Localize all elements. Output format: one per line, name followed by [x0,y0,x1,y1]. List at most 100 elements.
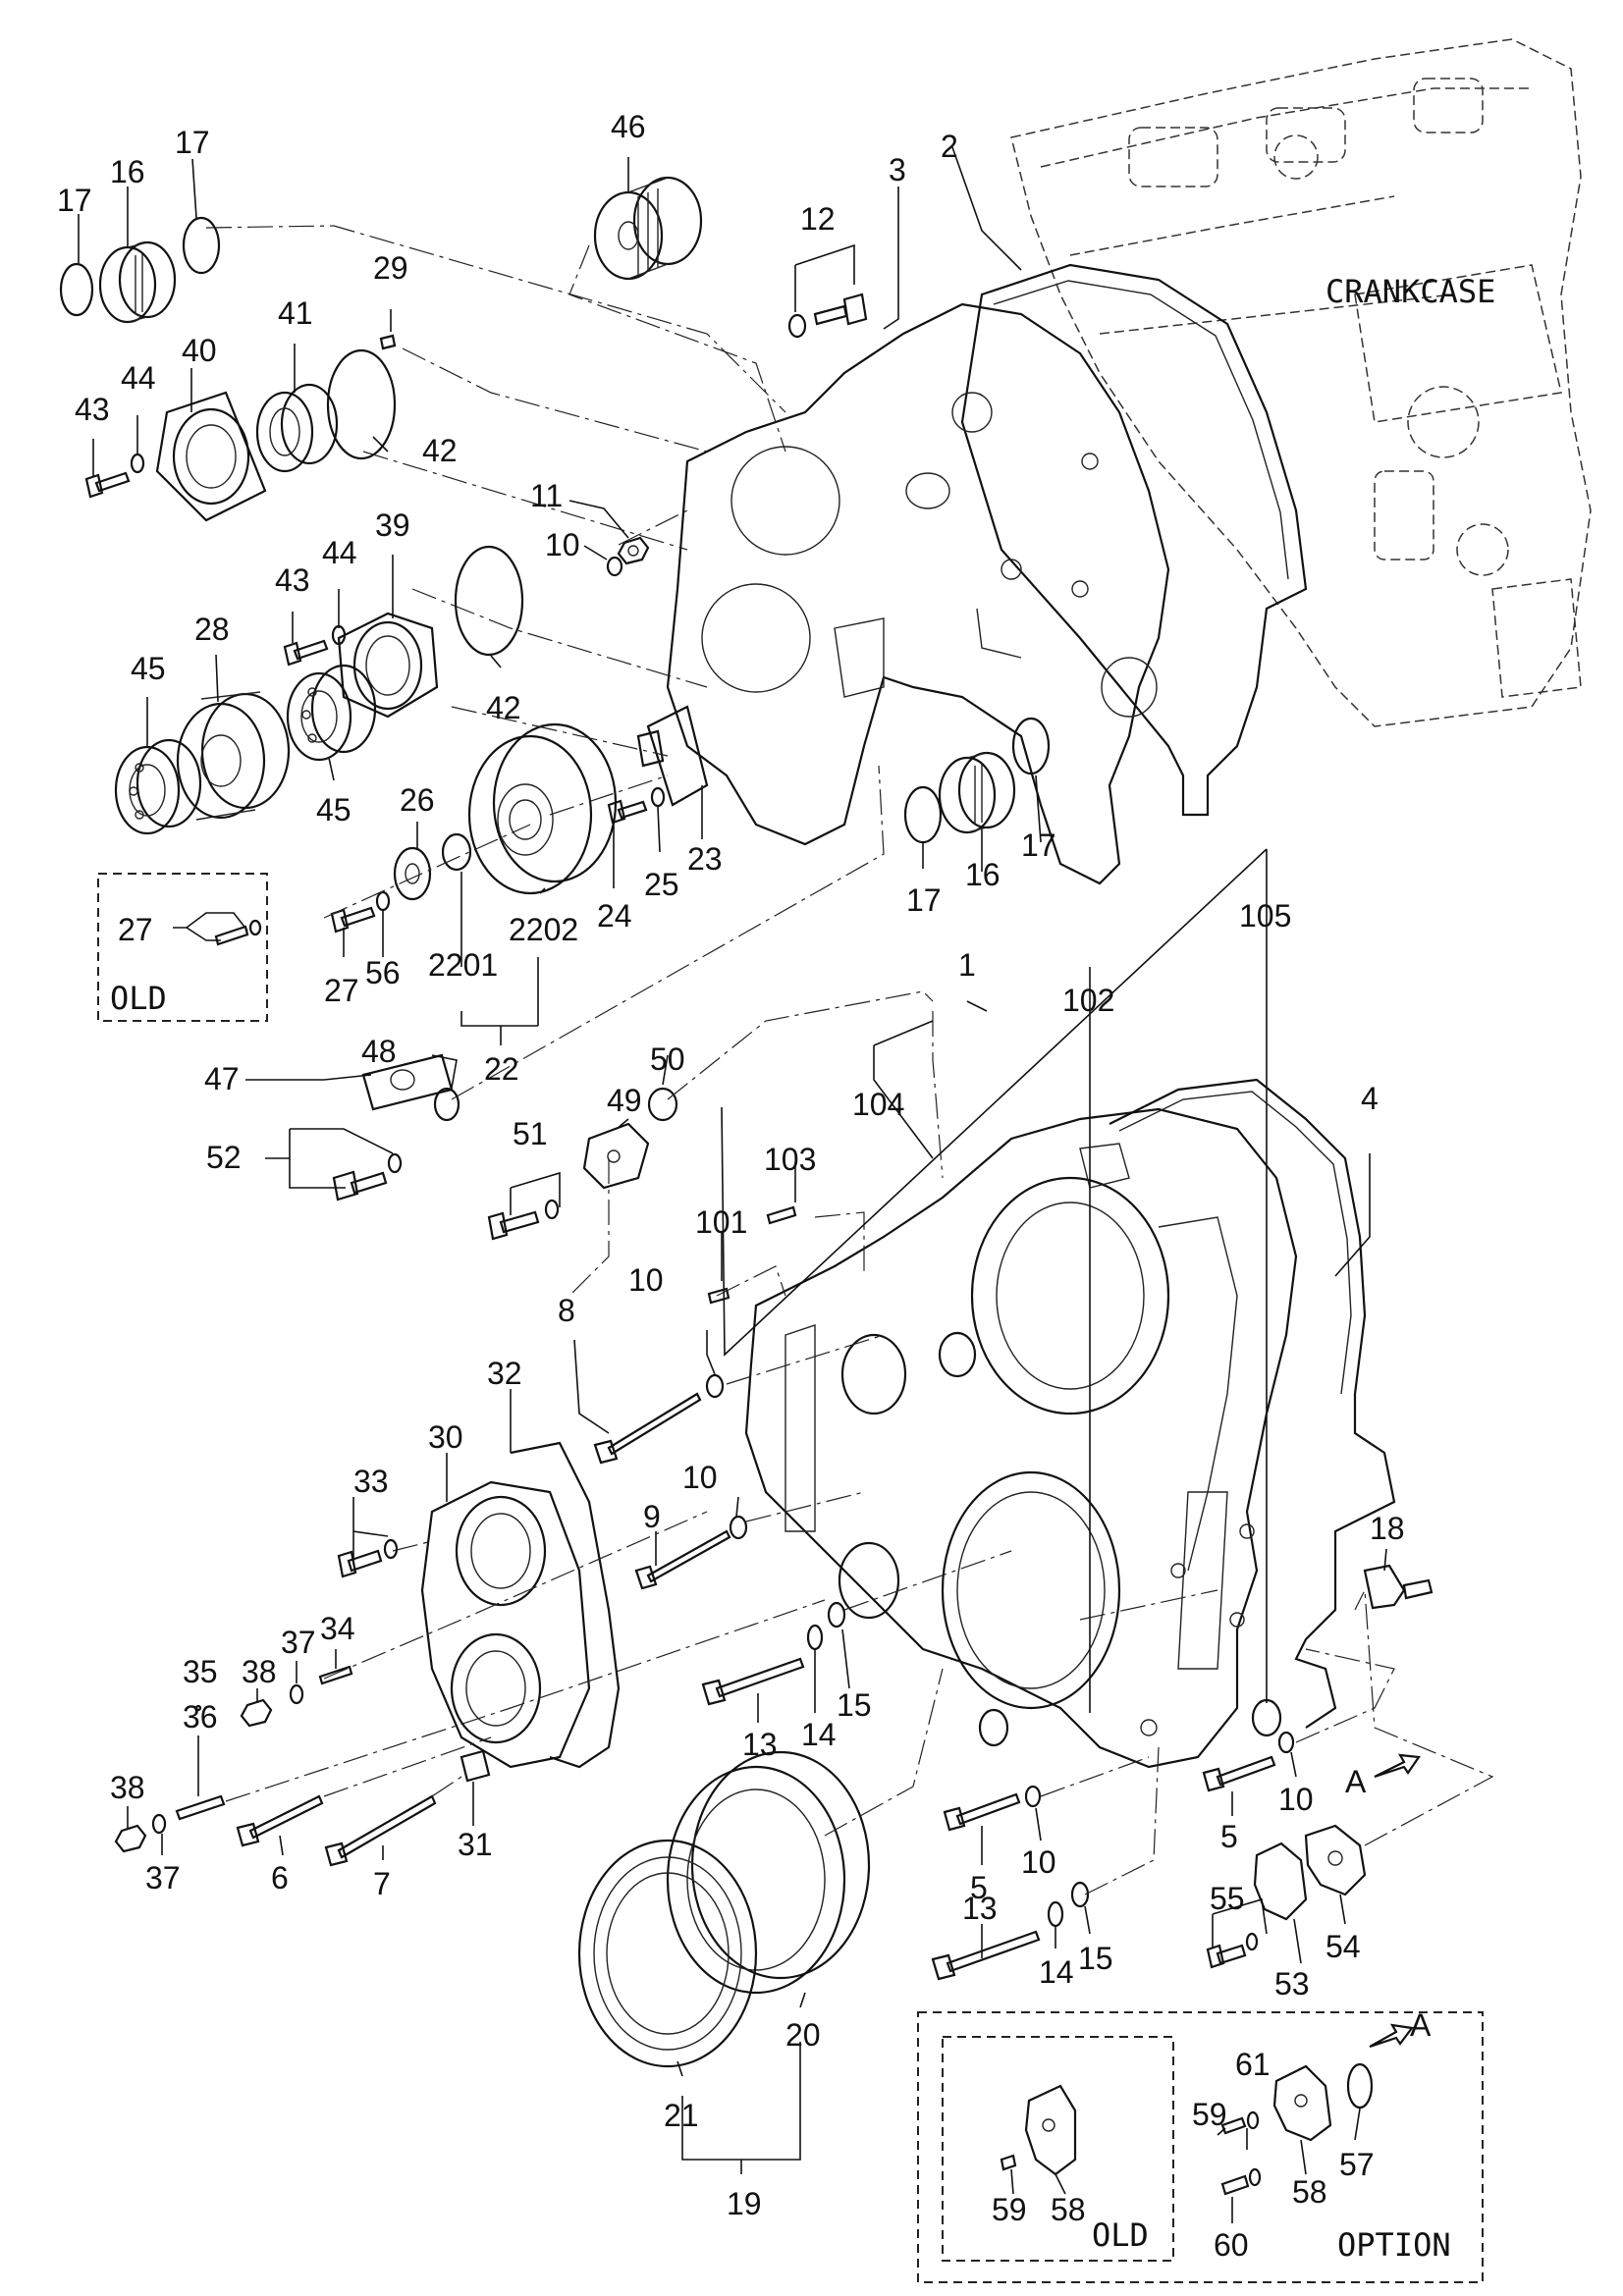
bolt-washer-33 [337,1538,399,1578]
o-ring-42-upper [326,348,397,460]
callout-20: 20 [785,2017,821,2053]
bolt-8 [593,1392,702,1465]
callout-42: 42 [486,690,521,725]
pulley-46 [593,176,703,281]
callout-13: 13 [742,1727,778,1762]
seal-16-upper [98,240,177,324]
callout-10: 10 [628,1262,664,1298]
callout-102: 102 [1062,983,1114,1018]
gear-28 [176,691,291,821]
callout-58: 58 [1292,2174,1327,2210]
callout-29: 29 [373,250,408,286]
callout-45: 45 [131,651,166,686]
callout-57: 57 [1339,2147,1375,2182]
bolt-59-option [1220,2116,1247,2135]
bolt-60 [1220,2167,1262,2196]
callout-labels: 17 16 17 46 2 3 12 29 41 40 43 44 42 11 … [57,109,1405,2263]
callout-17: 17 [175,125,210,160]
callout-13: 13 [962,1891,998,1926]
key-29 [379,334,397,350]
plug-102 [978,1708,1009,1747]
bolt-5-left [943,1792,1021,1832]
washer-14-upper [806,1624,824,1651]
washer-61 [1246,2110,1260,2130]
callout-59: 59 [1192,2097,1227,2132]
callout-58: 58 [1051,2192,1086,2227]
housing-39 [337,612,439,719]
callout-3: 3 [889,152,906,187]
bolt-washer-12 [787,293,868,339]
washer-10-8 [705,1373,725,1399]
washer-10-9 [729,1515,748,1540]
callout-2202: 2202 [509,912,578,947]
bolt-13-upper [701,1657,805,1706]
callout-27: 27 [118,912,153,947]
bolt-43-upper [84,471,131,499]
washer-37-lower [151,1813,167,1835]
callout-32: 32 [487,1356,522,1391]
callout-2201: 2201 [428,947,498,983]
callout-34: 34 [320,1611,355,1646]
gear-case-1 [744,1107,1298,1769]
cover-53 [1253,1842,1308,1921]
callout-104: 104 [852,1087,904,1122]
pin-103 [766,1205,797,1225]
gasket-32 [510,1441,621,1769]
stud-34 [318,1665,353,1685]
cover-58-option [1272,2064,1332,2142]
callout-22: 22 [484,1051,519,1087]
old-variant-box-27 [97,873,268,1022]
callout-61: 61 [1235,2047,1271,2082]
callout-43: 43 [275,562,310,598]
o-ring-57 [1346,2062,1374,2109]
bolt-washer-55 [1206,1932,1259,1969]
callout-105: 105 [1239,898,1291,934]
callout-30: 30 [428,1419,463,1455]
cover-30 [420,1480,591,1769]
callout-55: 55 [1210,1881,1245,1916]
o-ring-17-lower-b [1011,717,1051,775]
option-label: OPTION [1337,2226,1451,2264]
washer-14-lower [1047,1900,1064,1928]
bolt-5-right [1202,1755,1276,1792]
callout-6: 6 [271,1860,289,1896]
callout-56: 56 [365,955,401,990]
callout-16: 16 [110,154,145,189]
callout-49: 49 [607,1083,642,1118]
pin-35 [194,1704,202,1712]
callout-43: 43 [75,392,110,427]
washer-25 [650,786,666,808]
washer-10-5-right [1277,1731,1295,1754]
callout-2: 2 [941,129,958,164]
callout-59: 59 [992,2192,1027,2227]
washer-56 [375,890,391,912]
nut-38-upper [240,1698,273,1728]
washer-37-upper [289,1683,304,1705]
washer-10-upper [606,556,623,577]
leader-lines [78,146,1387,2223]
old-variant-box-58 [942,2036,1174,2262]
rear-plate [666,302,1170,885]
cover-49 [582,1122,650,1190]
o-ring-17-left [59,262,94,317]
callout-16: 16 [965,857,1001,892]
view-arrow-a-lower [1369,2023,1414,2049]
callout-54: 54 [1325,1929,1361,1964]
callout-15: 15 [837,1687,872,1723]
callout-38: 38 [110,1770,145,1805]
callout-28: 28 [194,612,230,647]
dowel-31 [460,1749,491,1783]
callout-46: 46 [611,109,646,144]
o-ring-17-upper [182,216,221,275]
plug-105-a [1251,1698,1282,1737]
bearing-45-right [286,664,377,762]
thrust-plate-26 [393,846,432,901]
stud-36 [175,1794,226,1821]
callout-31: 31 [458,1827,493,1862]
option-box [917,2011,1484,2283]
bolt-6 [236,1794,324,1847]
crankcase-outline [1010,38,1592,727]
callout-38: 38 [242,1654,277,1689]
washer-15-lower [1070,1881,1090,1908]
